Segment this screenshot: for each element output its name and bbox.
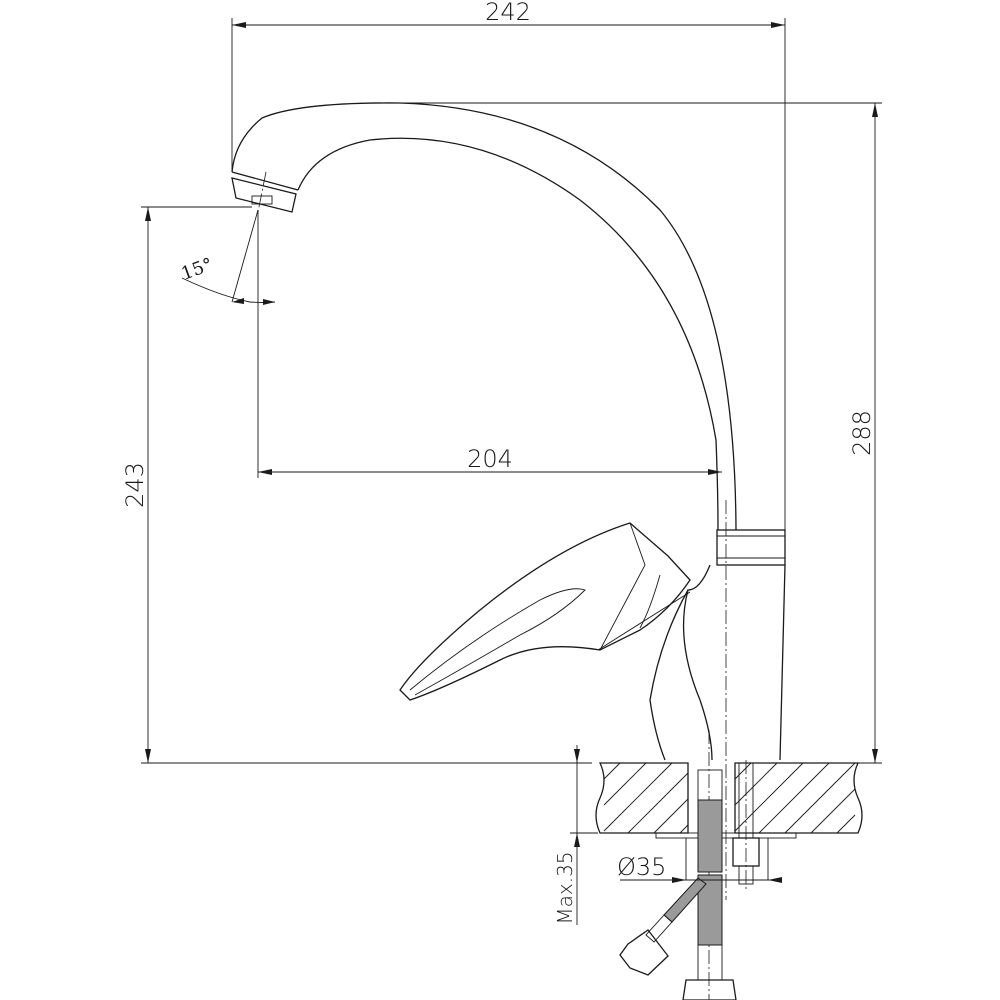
dimension-max-35: Max.35 [553, 851, 577, 924]
supply-hoses [619, 730, 760, 1000]
hatch-line [603, 762, 673, 832]
hatch-line [810, 788, 856, 834]
dimension-lines [141, 18, 882, 925]
hatch-line [734, 762, 804, 832]
hatch-line [627, 772, 689, 834]
dimension-diameter-35: Ø35 [617, 853, 666, 881]
countertop-section [595, 762, 863, 839]
hatch-line [603, 762, 621, 780]
dimension-242: 242 [485, 0, 531, 26]
hatch-line [758, 762, 830, 834]
dimension-288: 288 [848, 410, 876, 456]
hatch-line [734, 762, 778, 806]
hatch-line [603, 762, 647, 806]
dimension-243: 243 [121, 462, 149, 508]
hatch-line [836, 814, 856, 834]
dimension-204: 204 [467, 445, 513, 473]
angle-15: 15° [179, 254, 216, 285]
faucet-body [649, 500, 786, 900]
faucet-handle [399, 522, 691, 701]
hatch-line [784, 762, 856, 834]
hatch-line [679, 824, 689, 834]
hatch-line [734, 762, 752, 780]
hatch-line [653, 798, 689, 834]
faucet-spout [231, 102, 737, 531]
